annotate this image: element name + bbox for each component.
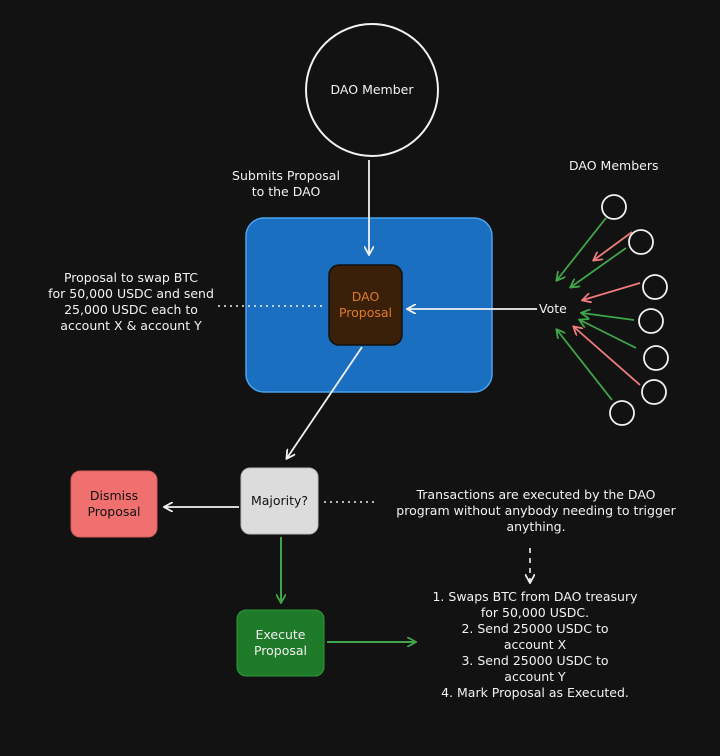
majority-node: [240, 467, 319, 535]
vote-for-arrow: [571, 247, 627, 287]
execute-label: Execute Proposal: [253, 627, 308, 658]
voter-circle: [609, 400, 635, 426]
voter-circle: [643, 345, 669, 371]
voter-circle: [642, 274, 668, 300]
execute-node: [236, 609, 325, 677]
proposal-to-majority-arrow: [287, 346, 363, 458]
dao-proposal-node: [328, 264, 403, 346]
vote-label: Vote: [539, 301, 567, 316]
transactions-note: Transactions are executed by the DAO pro…: [396, 487, 676, 534]
voter-circle: [601, 194, 627, 220]
voter-circle: [628, 229, 654, 255]
voter-circle: [638, 308, 664, 334]
vote-for-arrow: [582, 313, 635, 321]
vote-against-arrow: [583, 282, 641, 300]
dismiss-label: Dismiss Proposal: [87, 488, 141, 519]
execution-steps: 1. Swaps BTC from DAO treasury for 50,00…: [432, 589, 638, 700]
vote-for-arrow: [557, 330, 613, 401]
vote-for-arrow: [580, 320, 637, 349]
dao-member-label: DAO Member: [330, 82, 414, 97]
proposal-description: Proposal to swap BTC for 50,000 USDC and…: [48, 270, 214, 333]
dao-members-label: DAO Members: [569, 158, 659, 173]
majority-label: Majority?: [250, 493, 309, 508]
voter-circle: [641, 379, 667, 405]
vote-for-arrow: [557, 217, 607, 280]
submits-proposal-label: Submits Proposal to the DAO: [232, 168, 340, 199]
vote-against-arrow: [574, 327, 641, 386]
vote-against-arrow: [594, 231, 633, 260]
dismiss-node: [70, 470, 158, 538]
dao-member-node: [305, 23, 439, 157]
dao-proposal-label: DAO Proposal: [338, 289, 393, 320]
